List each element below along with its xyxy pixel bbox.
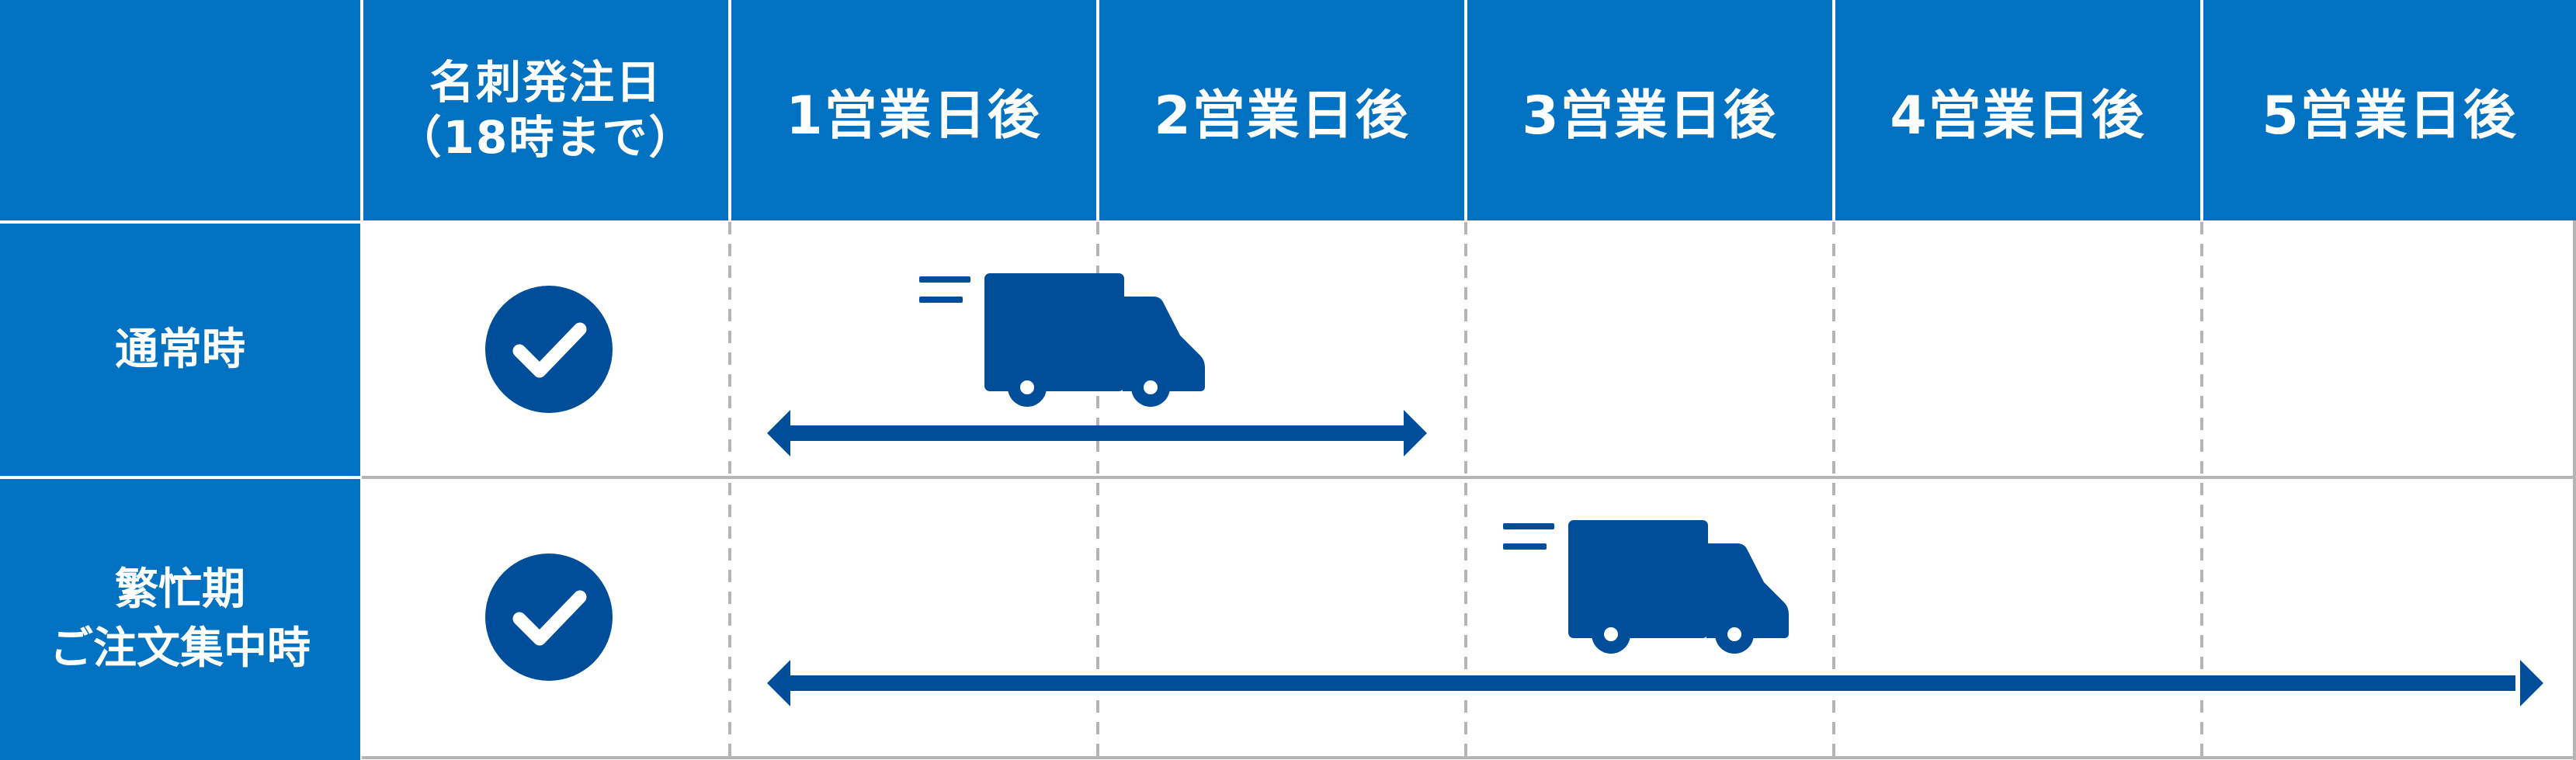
header-day-5: 5営業日後 <box>2203 0 2576 220</box>
header-order-day-cell: 名刺発注日 （18時まで） <box>363 0 728 220</box>
delivery-range-arrow-busy <box>767 660 2543 706</box>
delivery-range-arrow-normal <box>767 410 1427 456</box>
check-circle-icon <box>485 286 613 413</box>
header-order-day-line1: 名刺発注日 <box>429 56 662 109</box>
row-label-busy-line2: ご注文集中時 <box>50 623 311 674</box>
header-day-2: 2営業日後 <box>1099 0 1464 220</box>
header-day-2-label: 2営業日後 <box>1154 85 1410 147</box>
header-day-3-label: 3営業日後 <box>1522 85 1778 147</box>
row-label-busy-line1: 繁忙期 <box>115 564 245 616</box>
header-order-day-line2: （18時まで） <box>396 111 696 164</box>
header-corner-cell <box>0 0 360 220</box>
header-day-1-label: 1営業日後 <box>786 85 1042 147</box>
row-label-normal-text: 通常時 <box>115 324 245 375</box>
row-label-normal: 通常時 <box>0 224 360 476</box>
header-day-4-label: 4営業日後 <box>1890 85 2146 147</box>
header-day-3: 3営業日後 <box>1467 0 1832 220</box>
delivery-truck-icon <box>919 273 1205 407</box>
check-circle-icon <box>485 554 613 681</box>
row-label-busy: 繁忙期 ご注文集中時 <box>0 479 360 760</box>
header-day-1: 1営業日後 <box>731 0 1096 220</box>
delivery-truck-icon <box>1503 520 1789 654</box>
header-day-5-label: 5営業日後 <box>2262 85 2518 147</box>
header-day-4: 4営業日後 <box>1835 0 2200 220</box>
